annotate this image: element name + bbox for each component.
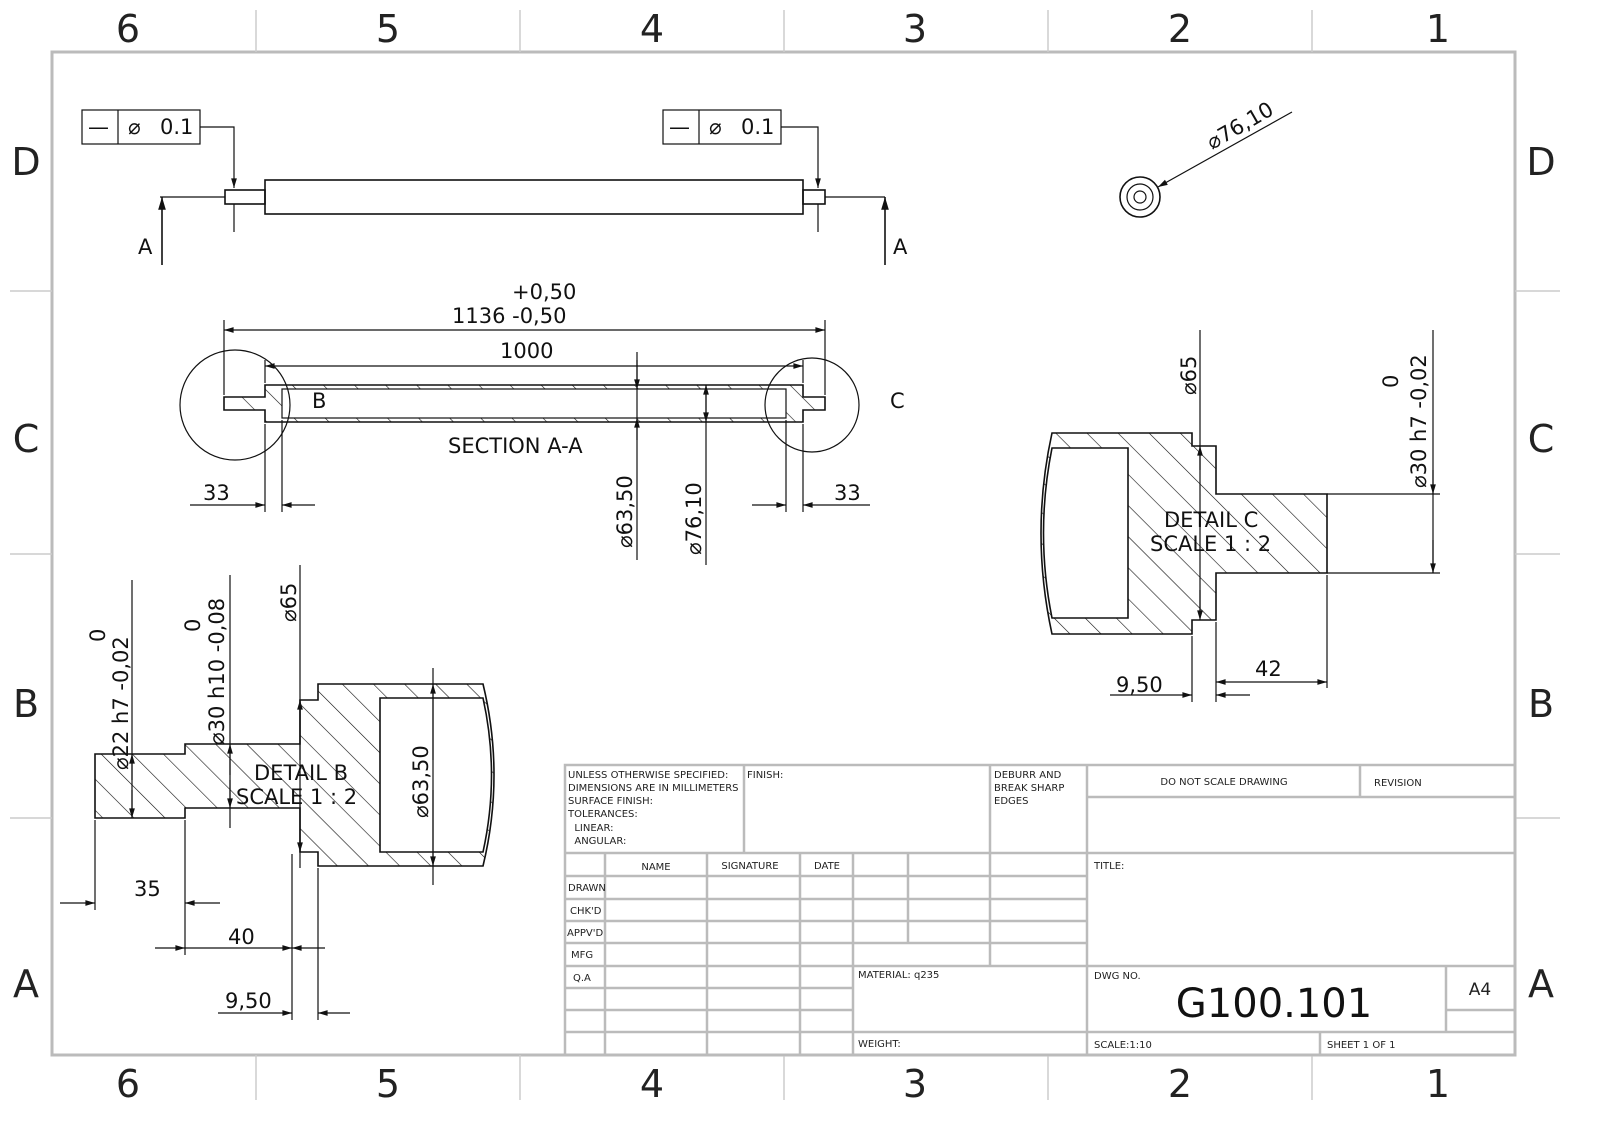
detail-c-circle bbox=[764, 357, 860, 453]
fcf-value: 0.1 bbox=[741, 115, 774, 139]
title-label: TITLE: bbox=[1093, 861, 1124, 872]
header-signature: SIGNATURE bbox=[721, 861, 778, 872]
detail-b-d1: ⌀22 h7 -0,02 bbox=[109, 636, 133, 770]
section-title: SECTION A-A bbox=[448, 434, 583, 458]
end-view: ⌀76,10 bbox=[1119, 97, 1293, 218]
detail-b-title: DETAIL B bbox=[254, 761, 348, 785]
zone-row: D bbox=[11, 140, 40, 184]
title-block: UNLESS OTHERWISE SPECIFIED: DIMENSIONS A… bbox=[563, 763, 1517, 1057]
zone-col: 2 bbox=[1168, 1062, 1192, 1106]
inner-diameter: ⌀63,50 bbox=[613, 475, 637, 548]
zone-col: 6 bbox=[116, 1062, 140, 1106]
detail-c-label: C bbox=[890, 389, 905, 413]
role-approved: APPV'D bbox=[567, 928, 603, 939]
detail-c-d1: ⌀65 bbox=[1177, 356, 1201, 395]
scale-label: SCALE:1:10 bbox=[1094, 1040, 1152, 1051]
overall-length: 1136 -0,50 bbox=[452, 304, 566, 328]
do-not-scale-label: DO NOT SCALE DRAWING bbox=[1160, 777, 1287, 788]
inner-length: 1000 bbox=[500, 339, 553, 363]
zone-row: D bbox=[1526, 140, 1555, 184]
section-a-a: B C +0,50 1136 -0,50 1000 SECTION A-A 33… bbox=[179, 280, 905, 565]
zone-row: A bbox=[1528, 962, 1554, 1006]
zone-col: 6 bbox=[116, 7, 140, 51]
role-drawn: DRAWN bbox=[568, 883, 606, 894]
deburr-note: BREAK SHARP bbox=[994, 783, 1064, 794]
top-view: — ⌀ 0.1 — ⌀ 0.1 A A bbox=[81, 109, 908, 265]
revision-label: REVISION bbox=[1374, 778, 1422, 789]
note-line: ANGULAR: bbox=[568, 836, 626, 847]
detail-c: DETAIL C SCALE 1 : 2 ⌀65 0 ⌀30 h7 -0,02 … bbox=[1040, 330, 1440, 702]
detail-b: DETAIL B SCALE 1 : 2 0 ⌀22 h7 -0,02 0 ⌀3… bbox=[60, 565, 495, 1020]
straightness-symbol: — bbox=[88, 115, 109, 139]
detail-c-d2-tol: 0 bbox=[1379, 375, 1403, 388]
finish-label: FINISH: bbox=[747, 770, 783, 781]
zone-labels: 6 5 4 3 2 1 6 5 4 3 2 1 D C B A D C B A bbox=[11, 7, 1555, 1106]
weight-label: WEIGHT: bbox=[858, 1039, 901, 1050]
detail-b-label: B bbox=[312, 389, 326, 413]
header-name: NAME bbox=[641, 862, 670, 873]
detail-b-d1-tol: 0 bbox=[86, 629, 110, 642]
detail-b-d2: ⌀30 h10 -0,08 bbox=[205, 598, 229, 745]
zone-col: 4 bbox=[640, 7, 664, 51]
note-line: SURFACE FINISH: bbox=[568, 796, 653, 807]
zone-col: 1 bbox=[1426, 7, 1450, 51]
straightness-symbol: — bbox=[669, 115, 690, 139]
zone-col: 3 bbox=[903, 7, 927, 51]
note-line: LINEAR: bbox=[568, 823, 614, 834]
zone-col: 1 bbox=[1426, 1062, 1450, 1106]
right-length: 33 bbox=[834, 481, 861, 505]
detail-c-l2: 42 bbox=[1255, 657, 1282, 681]
fcf-value: 0.1 bbox=[160, 115, 193, 139]
detail-b-l3: 9,50 bbox=[225, 989, 272, 1013]
header-date: DATE bbox=[814, 861, 840, 872]
detail-c-d2: ⌀30 h7 -0,02 bbox=[1407, 354, 1431, 488]
zone-col: 3 bbox=[903, 1062, 927, 1106]
section-mark-left: A bbox=[138, 235, 153, 259]
detail-b-l1: 35 bbox=[134, 877, 161, 901]
deburr-note: EDGES bbox=[994, 796, 1028, 807]
detail-b-scale: SCALE 1 : 2 bbox=[236, 785, 357, 809]
role-mfg: MFG bbox=[571, 950, 593, 961]
zone-col: 2 bbox=[1168, 7, 1192, 51]
material-label: MATERIAL: q235 bbox=[858, 970, 939, 981]
zone-row: A bbox=[13, 962, 39, 1006]
note-line: UNLESS OTHERWISE SPECIFIED: bbox=[568, 770, 728, 781]
diameter-symbol: ⌀ bbox=[709, 115, 722, 139]
dwg-no-label: DWG NO. bbox=[1094, 971, 1141, 982]
role-checked: CHK'D bbox=[570, 906, 602, 917]
note-line: TOLERANCES: bbox=[567, 809, 638, 820]
zone-row: B bbox=[13, 682, 39, 726]
deburr-note: DEBURR AND bbox=[994, 770, 1062, 781]
detail-b-d2-tol: 0 bbox=[181, 619, 205, 632]
detail-b-d3: ⌀65 bbox=[277, 583, 301, 622]
sheet-label: SHEET 1 OF 1 bbox=[1327, 1040, 1396, 1051]
zone-row: C bbox=[1528, 417, 1555, 461]
section-mark-right: A bbox=[893, 235, 908, 259]
diameter-symbol: ⌀ bbox=[128, 115, 141, 139]
zone-col: 5 bbox=[376, 1062, 400, 1106]
detail-b-circle bbox=[179, 349, 291, 461]
detail-c-title: DETAIL C bbox=[1164, 508, 1258, 532]
outer-diameter: ⌀76,10 bbox=[682, 482, 706, 555]
zone-row: C bbox=[13, 417, 40, 461]
overall-tolerance: +0,50 bbox=[512, 280, 576, 304]
detail-c-scale: SCALE 1 : 2 bbox=[1150, 532, 1271, 556]
detail-b-d4: ⌀63,50 bbox=[409, 745, 433, 818]
note-line: DIMENSIONS ARE IN MILLIMETERS bbox=[568, 783, 738, 794]
zone-row: B bbox=[1528, 682, 1554, 726]
detail-b-l2: 40 bbox=[228, 925, 255, 949]
drawing-number: G100.101 bbox=[1176, 981, 1372, 1027]
zone-col: 5 bbox=[376, 7, 400, 51]
detail-c-l1: 9,50 bbox=[1116, 673, 1163, 697]
role-qa: Q.A bbox=[573, 973, 591, 984]
zone-col: 4 bbox=[640, 1062, 664, 1106]
sheet-size: A4 bbox=[1469, 980, 1491, 1000]
left-length: 33 bbox=[203, 481, 230, 505]
